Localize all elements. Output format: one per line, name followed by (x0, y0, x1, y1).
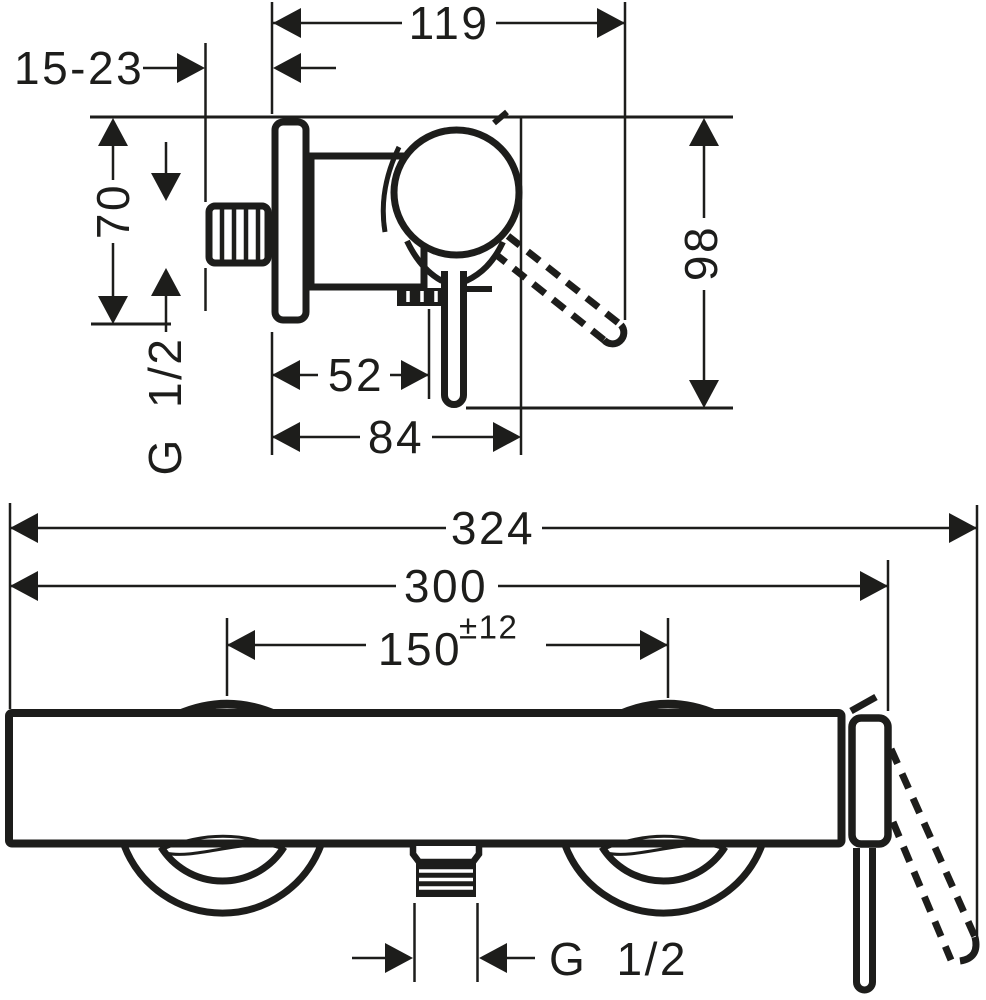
arrow-98-down (689, 380, 719, 408)
arrow-52-left (272, 360, 300, 390)
arrow-g12-down (151, 173, 181, 201)
side-extension-lines (204, 2, 627, 455)
handle-front (848, 693, 980, 994)
lever-rotated-tip-hook (601, 322, 628, 348)
chin-curve-right (464, 240, 506, 284)
front-arrowheads (10, 513, 977, 973)
knob-rim-arc (380, 145, 402, 233)
front-view: 324 300 150 ±12 G 1/2 (5, 502, 980, 994)
arrow-52-right (401, 360, 429, 390)
wall-escutcheon (271, 118, 310, 324)
dim-label-119: 119 (409, 0, 490, 49)
dim-label-150-tolerance: ±12 (459, 609, 518, 646)
dim-label-300: 300 (404, 560, 488, 612)
handle-rotated-tip-dash (849, 693, 878, 715)
left-union-rosette (120, 834, 325, 917)
arrow-300-right (860, 571, 888, 601)
side-dimension-labels: 119 15-23 70 G 1/2 52 84 98 (14, 0, 727, 476)
dim-label-g12-side: G 1/2 (139, 336, 191, 475)
dim-label-52: 52 (328, 349, 384, 401)
chin-curve-left (404, 239, 444, 284)
handle-rotated-end-hook (959, 936, 980, 965)
side-dimensions (98, 8, 719, 452)
arrow-119-left (273, 8, 301, 38)
lever-swing-tick (492, 109, 509, 126)
arrow-324-left (10, 513, 38, 543)
arrow-g12-front-right (479, 943, 507, 973)
outlet-nipple-front (409, 846, 483, 897)
outlet-neck (409, 846, 483, 866)
arrow-300-left (10, 571, 38, 601)
dim-label-150: 150 (378, 623, 462, 675)
side-arrowheads (98, 8, 719, 452)
left-rosette-lens-arc (162, 834, 281, 851)
front-dimension-labels: 324 300 150 ±12 G 1/2 (378, 502, 688, 985)
side-fixture (205, 109, 628, 408)
right-rosette-lens-arc (603, 834, 722, 851)
lever-side (441, 271, 467, 408)
dim-label-98: 98 (675, 225, 727, 281)
right-rosette-outer-arc (561, 843, 766, 917)
side-view: 119 15-23 70 G 1/2 52 84 98 (14, 0, 733, 476)
outlet-thread-lines (419, 869, 473, 890)
handle-rotated-dashed-edge1 (887, 747, 979, 939)
dim-label-70: 70 (87, 183, 139, 239)
front-dimensions (10, 513, 977, 973)
arrow-70-up (98, 118, 128, 146)
supply-nipple-threads (219, 208, 261, 261)
right-union-rosette (561, 834, 766, 917)
left-rosette-swoosh (165, 843, 279, 856)
arrow-150-right (640, 630, 668, 660)
mixer-bar (5, 709, 846, 848)
arrow-70-down (98, 296, 128, 324)
dim-label-15-23: 15-23 (14, 42, 144, 94)
left-rosette-bowl-arc (158, 845, 287, 885)
left-rosette-outer-arc (120, 843, 325, 917)
arrow-15-23-right (177, 53, 205, 83)
dim-label-g12-front: G 1/2 (549, 933, 688, 985)
arrow-g12-front-left (385, 943, 413, 973)
right-rosette-bowl-arc (599, 845, 728, 885)
arrow-15-23-left (273, 53, 301, 83)
arrow-324-right (949, 513, 977, 543)
arrow-84-left (272, 422, 300, 452)
side-reference-lines (90, 115, 733, 410)
arrow-84-right (493, 422, 521, 452)
arrow-150-left (227, 630, 255, 660)
arrow-g12-up (151, 268, 181, 296)
handle-cap (848, 714, 892, 848)
arrow-119-right (597, 8, 625, 38)
hose-outlet-thread-ticks (406, 291, 438, 302)
right-rosette-swoosh (606, 843, 720, 856)
dim-label-84: 84 (368, 411, 424, 463)
arrow-98-up (689, 118, 719, 146)
handle-lever-front (853, 848, 876, 994)
handle-knob (390, 126, 523, 259)
dim-label-324: 324 (451, 502, 535, 554)
